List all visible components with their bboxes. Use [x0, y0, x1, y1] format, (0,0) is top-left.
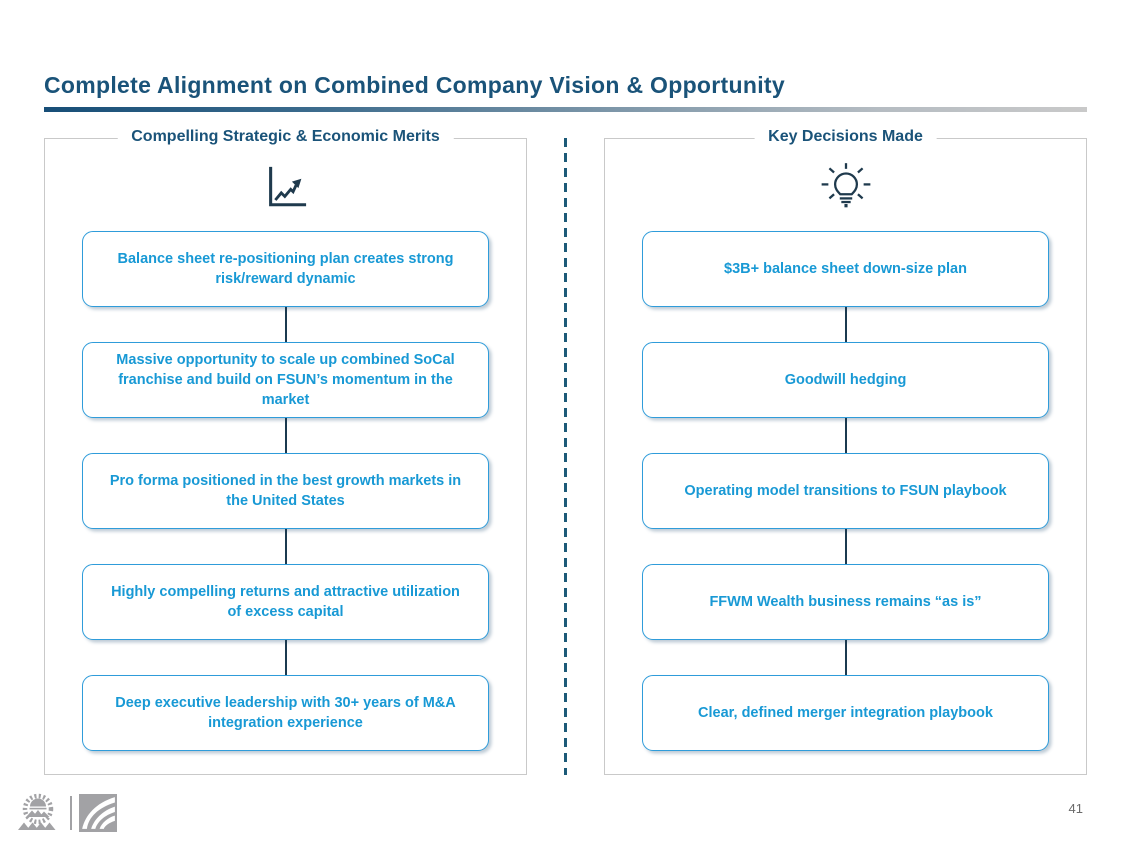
merits-flow: Balance sheet re-positioning plan create… [45, 231, 526, 751]
decision-box: $3B+ balance sheet down-size plan [642, 231, 1049, 307]
sunburst-mountain-logo [18, 793, 56, 830]
connector [844, 529, 847, 564]
two-column-layout: Compelling Strategic & Economic Merits B… [44, 128, 1087, 775]
logo-divider [70, 796, 72, 830]
trend-chart-icon [45, 161, 526, 213]
left-panel-header: Compelling Strategic & Economic Merits [117, 128, 454, 146]
merit-box: Massive opportunity to scale up combined… [82, 342, 489, 418]
connector [284, 418, 287, 453]
decision-box: Goodwill hedging [642, 342, 1049, 418]
page-number: 41 [1068, 801, 1083, 816]
lightbulb-icon [605, 161, 1086, 213]
merit-box: Balance sheet re-positioning plan create… [82, 231, 489, 307]
title-divider-rule [44, 107, 1087, 112]
page-title: Complete Alignment on Combined Company V… [44, 72, 785, 98]
connector [844, 640, 847, 675]
strategic-merits-panel: Compelling Strategic & Economic Merits B… [44, 128, 527, 775]
dashed-column-divider [564, 138, 567, 775]
decisions-flow: $3B+ balance sheet down-size plan Goodwi… [605, 231, 1086, 751]
decision-box: FFWM Wealth business remains “as is” [642, 564, 1049, 640]
decision-box: Operating model transitions to FSUN play… [642, 453, 1049, 529]
merit-box: Highly compelling returns and attractive… [82, 564, 489, 640]
connector [284, 307, 287, 342]
connector [284, 529, 287, 564]
key-decisions-panel: Key Decisions Made $3B+ balance [604, 128, 1087, 775]
connector [844, 418, 847, 453]
merit-box: Deep executive leadership with 30+ years… [82, 675, 489, 751]
footer-logos [13, 793, 117, 833]
swoosh-square-logo [79, 794, 117, 832]
connector [284, 640, 287, 675]
decision-box: Clear, defined merger integration playbo… [642, 675, 1049, 751]
right-panel-header: Key Decisions Made [754, 128, 937, 146]
merit-box: Pro forma positioned in the best growth … [82, 453, 489, 529]
connector [844, 307, 847, 342]
